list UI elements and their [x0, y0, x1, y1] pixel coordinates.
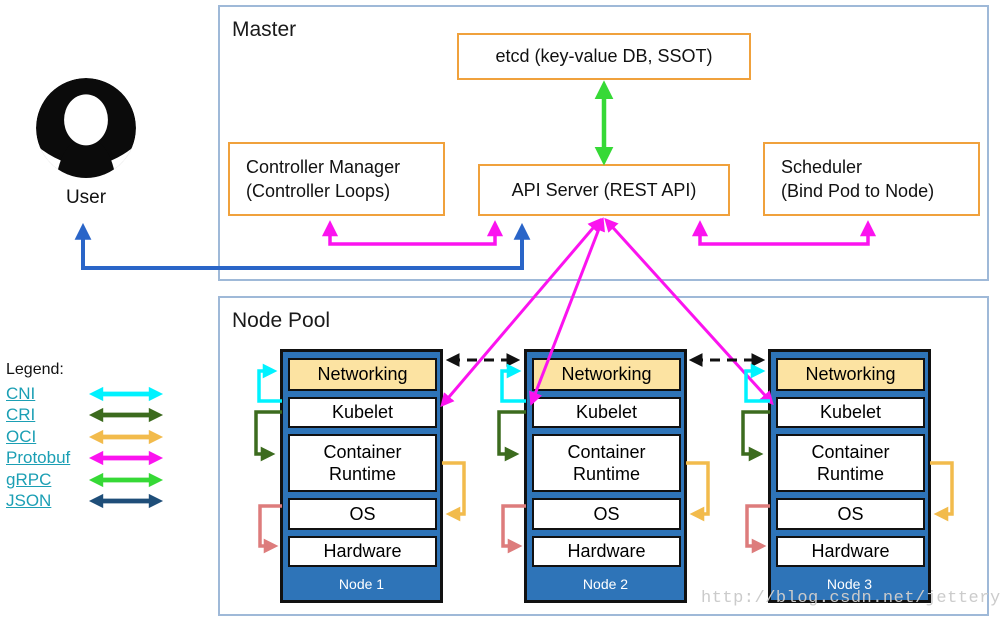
scheduler-line1: Scheduler: [781, 156, 863, 177]
node-2-os-layer: OS: [532, 498, 681, 530]
legend-arrow-oci-icon: [88, 429, 164, 444]
controller-manager-line2: (Controller Loops): [246, 181, 391, 201]
legend-row-cri: CRI: [6, 405, 186, 427]
node-3-label: Node 3: [826, 576, 873, 592]
api-server-box: API Server (REST API): [478, 164, 730, 216]
legend-arrow-protobuf-icon: [88, 451, 164, 466]
node-1-kubelet-layer: Kubelet: [288, 397, 437, 428]
legend-link-cri[interactable]: CRI: [6, 405, 36, 425]
legend-arrow-json-icon: [88, 494, 164, 509]
scheduler-line2: (Bind Pod to Node): [781, 181, 935, 201]
node-pool-title: Node Pool: [232, 309, 331, 332]
scheduler-box: Scheduler (Bind Pod to Node): [763, 142, 980, 216]
node-3-kubelet-layer: Kubelet: [776, 397, 925, 428]
legend-link-oci[interactable]: OCI: [6, 426, 37, 446]
node-3-networking-layer: Networking: [776, 358, 925, 391]
controller-manager-line1: Controller Manager: [246, 156, 401, 177]
node-3: Networking Kubelet Container Runtime OS …: [768, 349, 931, 603]
node-2-hardware-layer: Hardware: [532, 536, 681, 567]
watermark: http://blog.csdn.net/jettery: [701, 589, 1001, 608]
legend-arrow-cri-icon: [88, 408, 164, 423]
node-1-hardware-layer: Hardware: [288, 536, 437, 567]
etcd-box: etcd (key-value DB, SSOT): [457, 33, 751, 80]
node-2-runtime-layer: Container Runtime: [532, 434, 681, 492]
user-label: User: [65, 187, 107, 208]
legend-row-grpc: gRPC: [6, 469, 186, 491]
node-3-hardware-layer: Hardware: [776, 536, 925, 567]
legend-title: Legend:: [6, 361, 64, 378]
legend-arrow-grpc-icon: [88, 472, 164, 487]
legend-link-json[interactable]: JSON: [6, 491, 52, 511]
node-2-label: Node 2: [582, 576, 629, 592]
node-1: Networking Kubelet Container Runtime OS …: [280, 349, 443, 603]
legend: Legend: CNI CRI OCI Protobuf gRP: [6, 361, 186, 512]
node-1-networking-layer: Networking: [288, 358, 437, 391]
node-2-networking-layer: Networking: [532, 358, 681, 391]
node-3-runtime-layer: Container Runtime: [776, 434, 925, 492]
node-2: Networking Kubelet Container Runtime OS …: [524, 349, 687, 603]
user-avatar-icon: [36, 78, 136, 178]
legend-row-protobuf: Protobuf: [6, 448, 186, 470]
node-1-os-layer: OS: [288, 498, 437, 530]
node-1-runtime-layer: Container Runtime: [288, 434, 437, 492]
legend-arrow-cni-icon: [88, 386, 164, 401]
master-title: Master: [232, 18, 297, 41]
legend-link-cni[interactable]: CNI: [6, 383, 36, 403]
legend-row-json: JSON: [6, 491, 186, 513]
node-1-label: Node 1: [338, 576, 385, 592]
legend-link-grpc[interactable]: gRPC: [6, 469, 52, 489]
legend-link-protobuf[interactable]: Protobuf: [6, 448, 71, 468]
controller-manager-box: Controller Manager (Controller Loops): [228, 142, 445, 216]
node-2-kubelet-layer: Kubelet: [532, 397, 681, 428]
node-3-os-layer: OS: [776, 498, 925, 530]
legend-row-cni: CNI: [6, 383, 186, 405]
legend-row-oci: OCI: [6, 426, 186, 448]
